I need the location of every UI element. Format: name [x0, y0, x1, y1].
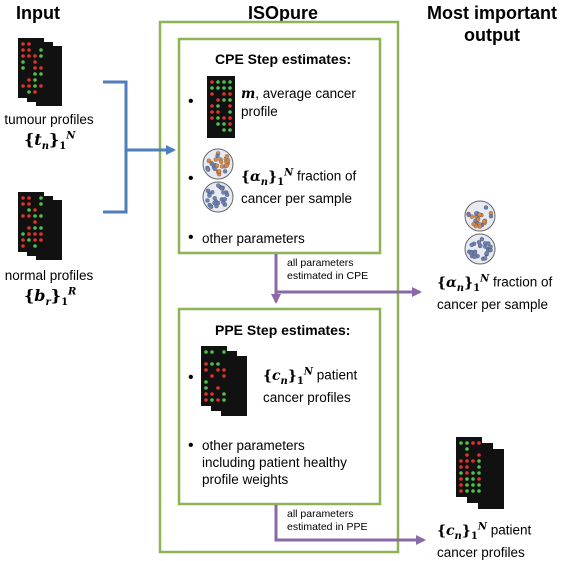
normal-sup: R [68, 286, 77, 298]
output-alpha-text: fraction of [489, 274, 553, 290]
input-bracket-arrow [103, 80, 174, 214]
cpe-title: CPE Step estimates: [215, 51, 352, 67]
output-c-sub: 1 [470, 530, 478, 542]
cpe-edge-line2: estimated in CPE [287, 270, 369, 282]
ppe-item2-line3: profile weights [202, 472, 289, 487]
cpe-edge-line1: all parameters [287, 257, 354, 269]
output-c-index: n [454, 530, 462, 542]
microarray-dots [459, 441, 481, 493]
input-header: Input [16, 3, 60, 23]
normal-profiles-set: {br}1R [24, 286, 77, 309]
cpe-cell-mixture-icon [202, 148, 234, 213]
output-alpha-set: {αn}1N [437, 273, 490, 294]
cpe-box [177, 37, 382, 255]
isopure-header: ISOpure [247, 3, 318, 23]
ppe-item2-line2: including patient healthy [202, 455, 347, 470]
ppe-bullet-1: • [188, 369, 194, 386]
cpe-item2-text2: cancer per sample [241, 191, 353, 207]
ppe-box [177, 307, 382, 506]
cpe-item1-text2: profile [241, 104, 278, 119]
output-microarray-stack-icon [456, 437, 504, 509]
output-c-sup: N [477, 521, 487, 532]
microarray-dots [204, 350, 226, 402]
output-alpha-sub: 1 [473, 282, 481, 294]
output-fraction: {αn}1N fraction of cancer per sample [437, 270, 567, 313]
normal-symbol: b [34, 286, 46, 305]
ppe-edge-label: all parameters estimated in PPE [287, 508, 368, 534]
normal-index: r [45, 297, 51, 309]
normal-profiles-label: normal profiles [4, 268, 94, 283]
cpe-bullet-2: • [188, 170, 194, 187]
cpe-item-other-params: other parameters [202, 231, 305, 246]
output-c-text2: cancer profiles [437, 545, 525, 561]
alpha-sup: N [284, 167, 294, 178]
cpe-item-average-profile: m, average cancer profile [241, 85, 377, 120]
alpha-sub: 1 [277, 176, 285, 188]
cpe-bullet-1: • [188, 93, 194, 110]
cpe-edge-label: all parameters estimated in CPE [287, 257, 368, 283]
tumour-sub: 1 [59, 141, 67, 153]
ppe-to-output-arrow [274, 505, 426, 545]
ppe-item1-text: patient [312, 367, 358, 383]
m-symbol: m [241, 86, 256, 102]
tumour-microarray-stack-icon [18, 38, 62, 106]
isopure-box [158, 20, 400, 554]
output-alpha-symbol: α [446, 274, 457, 291]
c-sub: 1 [296, 375, 304, 387]
tumour-symbol: t [34, 130, 42, 149]
ppe-item1-text2: cancer profiles [263, 390, 351, 406]
cpe-item1-text: , average cancer [255, 86, 356, 101]
alpha-index: n [260, 176, 269, 188]
c-index: n [280, 375, 288, 387]
cpe-bullet-3: • [188, 229, 194, 246]
tumour-sup: N [66, 130, 76, 142]
alpha-symbol: α [250, 168, 261, 185]
output-c-text: patient [486, 522, 532, 538]
c-set: {cn}1N [263, 366, 313, 387]
ppe-item-patient-profiles: {cn}1N patient cancer profiles [263, 363, 378, 406]
ppe-edge-line2: estimated in PPE [287, 521, 368, 533]
normal-sub: 1 [61, 297, 69, 309]
output-header-line2: output [464, 25, 520, 45]
output-header-line1: Most important [427, 3, 557, 23]
output-c-set: {cn}1N [437, 521, 487, 542]
output-cell-mixture-icon [464, 200, 496, 265]
tumour-index: n [41, 141, 49, 153]
c-sup: N [303, 366, 313, 377]
tumour-profiles-set: {tn}1N [24, 130, 76, 153]
normal-microarray-stack-icon [18, 192, 62, 260]
microarray-dots [21, 196, 43, 248]
ppe-item-other-params: other parameters including patient healt… [202, 437, 378, 488]
tumour-profiles-label: tumour profiles [4, 112, 94, 127]
cpe-average-microarray-icon [207, 76, 235, 138]
ppe-edge-line1: all parameters [287, 508, 354, 520]
ppe-title: PPE Step estimates: [215, 322, 351, 338]
cpe-item-fraction: {αn}1N fraction of cancer per sample [241, 164, 379, 207]
microarray-dots [21, 42, 43, 94]
ppe-item2-line1: other parameters [202, 438, 305, 453]
output-alpha-sup: N [480, 273, 490, 284]
ppe-bullet-2: • [188, 437, 194, 454]
output-c-symbol: c [446, 522, 455, 539]
ppe-microarray-stack-icon [201, 346, 247, 416]
output-alpha-text2: cancer per sample [437, 297, 549, 313]
output-patient-profiles: {cn}1N patient cancer profiles [437, 518, 567, 561]
cpe-item2-text: fraction of [293, 168, 357, 184]
microarray-dots [210, 80, 232, 132]
output-alpha-index: n [456, 282, 465, 294]
c-symbol: c [272, 367, 281, 384]
alpha-set: {αn}1N [241, 167, 294, 188]
output-header: Most important output [418, 2, 566, 46]
